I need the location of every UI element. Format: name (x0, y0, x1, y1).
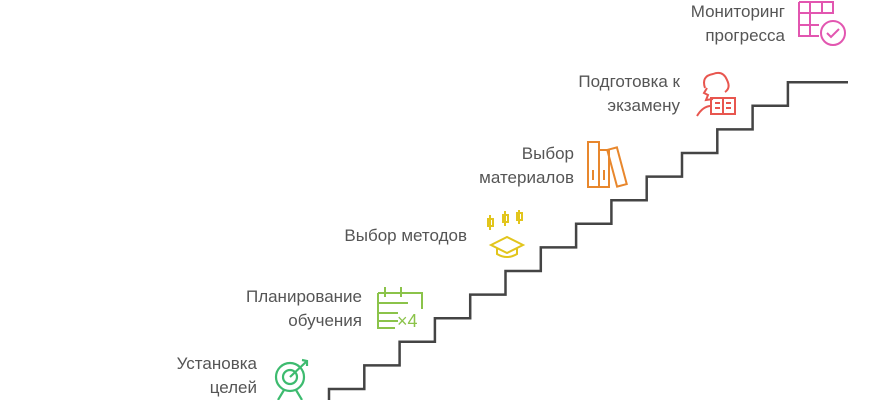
target-icon (274, 358, 309, 400)
graduation-cap-icon (487, 210, 526, 258)
grid-check-icon (798, 1, 846, 46)
step-label-methods: Выбор методов (344, 226, 467, 245)
calendar-icon: ×4 (377, 287, 423, 330)
staircase-line (327, 80, 848, 400)
svg-text:×4: ×4 (397, 311, 418, 330)
books-icon (587, 141, 628, 188)
reading-person-icon (696, 71, 736, 117)
